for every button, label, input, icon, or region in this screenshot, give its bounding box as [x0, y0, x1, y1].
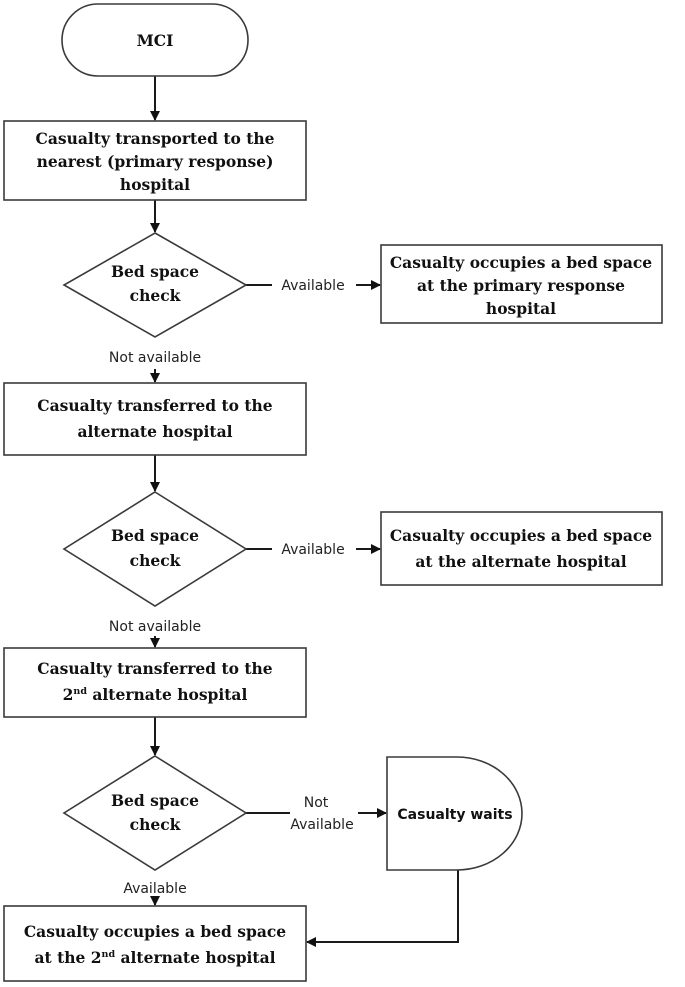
node-occupy-primary-line-1: Casualty occupies a bed space — [390, 253, 652, 272]
node-transfer-alt-line-1: Casualty transferred to the — [37, 396, 273, 415]
edge-label-not-available-1: Not available — [109, 350, 201, 366]
node-occupy-alt: Casualty occupies a bed space at the alt… — [380, 511, 663, 586]
node-occupy-alt2-line-2: at the 2nd alternate hospital — [34, 948, 275, 967]
node-transfer-alt: Casualty transferred to the alternate ho… — [3, 382, 307, 456]
edge-label-available-3: Available — [123, 881, 186, 897]
node-transfer-alt2-line-1: Casualty transferred to the — [37, 659, 273, 678]
node-check1-line-1: Bed space — [111, 262, 199, 281]
node-transport-line-1: Casualty transported to the — [35, 129, 274, 148]
node-mci: MCI — [61, 3, 249, 77]
edge-label-not-available-3-line-1: Not — [304, 795, 329, 811]
node-occupy-alt2-line-1: Casualty occupies a bed space — [24, 922, 286, 941]
node-occupy-primary-line-2: at the primary response — [417, 276, 625, 295]
node-check3: Bed space check — [62, 755, 248, 871]
node-waits: Casualty waits — [386, 756, 523, 871]
edge-label-not-available-2: Not available — [109, 619, 201, 635]
node-transport: Casualty transported to the nearest (pri… — [3, 120, 307, 201]
edge-label-available-2: Available — [281, 542, 344, 558]
node-occupy-primary-line-3: hospital — [486, 299, 556, 318]
node-check3-line-2: check — [130, 815, 181, 834]
node-transport-line-3: hospital — [120, 175, 190, 194]
node-waits-label: Casualty waits — [397, 807, 512, 823]
node-transfer-alt2: Casualty transferred to the 2nd alternat… — [3, 647, 307, 718]
edge-waits-to-occupy-alt2 — [306, 870, 459, 947]
node-transport-line-2: nearest (primary response) — [37, 152, 274, 171]
node-transfer-alt2-line-2: 2nd alternate hospital — [63, 685, 248, 704]
node-check1-line-2: check — [130, 286, 181, 305]
node-occupy-alt2: Casualty occupies a bed space at the 2nd… — [3, 905, 307, 982]
node-occupy-alt-line-1: Casualty occupies a bed space — [390, 526, 652, 545]
node-check2-line-2: check — [130, 551, 181, 570]
node-occupy-alt-line-2: at the alternate hospital — [415, 552, 626, 571]
edge-label-not-available-3-line-2: Available — [290, 817, 353, 833]
edge-label-available-1: Available — [281, 278, 344, 294]
connectors — [150, 76, 459, 947]
node-check2-line-1: Bed space — [111, 526, 199, 545]
node-check2: Bed space check — [62, 491, 248, 607]
node-transfer-alt-line-2: alternate hospital — [78, 422, 233, 441]
node-check1: Bed space check — [62, 232, 248, 338]
node-check3-line-1: Bed space — [111, 791, 199, 810]
node-mci-label: MCI — [137, 31, 174, 50]
node-occupy-primary: Casualty occupies a bed space at the pri… — [380, 244, 663, 324]
